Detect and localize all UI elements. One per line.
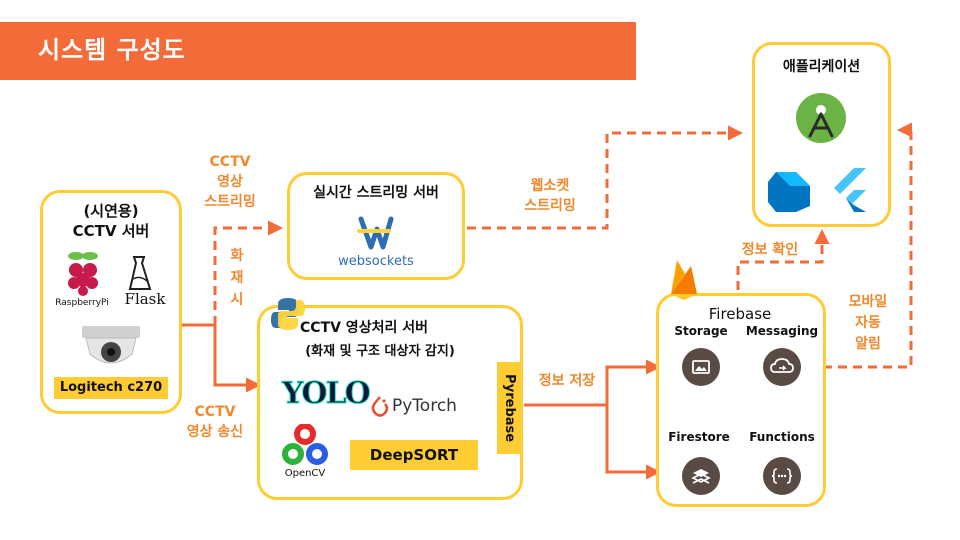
messaging-node <box>763 348 801 386</box>
streaming-server-title: 실시간 스트리밍 서버 <box>313 185 439 201</box>
mobile-alert-label-1: 모바일 <box>848 294 888 310</box>
firestore-node <box>682 457 720 495</box>
functions-node <box>763 457 801 495</box>
firebase-title: Firebase <box>708 305 772 323</box>
websocket-stream-label-2: 스트리밍 <box>524 198 576 214</box>
functions-label: Functions <box>749 430 815 444</box>
firestore-label: Firestore <box>668 430 730 444</box>
raspberry-pi-icon <box>68 252 98 296</box>
camera-icon <box>82 326 140 364</box>
cctv-stream-label-1: CCTV <box>209 154 251 170</box>
mobile-alert-label-2: 자동 <box>855 315 881 331</box>
functions-icon <box>771 468 793 484</box>
arrow-firebase-to-app <box>736 229 830 290</box>
pyrebase-label: Pyrebase <box>497 362 521 454</box>
opencv-icon <box>282 424 328 465</box>
cctv-send-label-2: 영상 송신 <box>186 424 244 440</box>
on-fire-label-3: 시 <box>230 292 244 308</box>
messaging-label: Messaging <box>745 324 819 338</box>
python-icon <box>271 298 305 330</box>
camera-label: Logitech c270 <box>54 377 168 399</box>
mobile-alert-label-3: 알림 <box>855 336 881 352</box>
dart-icon <box>768 172 810 212</box>
arrow-streaming-to-app <box>467 125 743 230</box>
pytorch-label: PyTorch <box>392 396 457 416</box>
deepsort-label: DeepSORT <box>350 440 478 470</box>
image-folder-icon <box>692 360 710 374</box>
page-title: 시스템 구성도 <box>38 36 186 64</box>
title-bar <box>0 22 636 80</box>
processing-server-title-1: CCTV 영상처리 서버 <box>300 320 428 336</box>
firestore-icon <box>691 469 711 484</box>
websocket-stream-label-1: 웹소켓 <box>530 178 570 194</box>
android-studio-icon <box>796 93 846 143</box>
streaming-server-box <box>287 172 465 280</box>
processing-server-title-2: (화재 및 구조 대상자 감지) <box>305 344 455 359</box>
flutter-icon <box>834 168 866 212</box>
pytorch-icon <box>371 396 389 417</box>
on-fire-label-1: 화 <box>230 248 244 264</box>
cctv-server-title-2: CCTV 서버 <box>72 222 150 240</box>
save-info-label: 정보 저장 <box>538 373 596 389</box>
firebase-icon <box>671 260 697 300</box>
cloud-send-icon <box>770 358 794 373</box>
application-title: 애플리케이션 <box>782 59 861 75</box>
cctv-server-box <box>40 190 182 414</box>
on-fire-label-2: 재 <box>230 270 244 286</box>
cctv-send-label-1: CCTV <box>194 404 236 420</box>
flask-icon <box>128 256 152 290</box>
raspberry-pi-label: RaspberryPi <box>55 298 109 308</box>
arrow-to-firestore <box>605 405 661 480</box>
yolo-logo: YOLO <box>282 376 372 412</box>
storage-label: Storage <box>674 324 728 338</box>
cctv-server-title-1: (시연용) <box>83 202 139 220</box>
storage-node <box>682 348 720 386</box>
arrow-messaging-to-app <box>808 122 913 369</box>
flask-label: Flask <box>124 290 166 308</box>
websockets-icon <box>357 216 394 250</box>
cctv-stream-label-3: 스트리밍 <box>204 194 256 210</box>
arrow-fire-to-streaming <box>213 220 283 325</box>
arrow-cctv-to-processing <box>180 323 261 393</box>
websockets-logo-text: websockets <box>338 254 414 269</box>
opencv-label: OpenCV <box>284 468 326 479</box>
arrow-to-storage <box>524 359 661 407</box>
cctv-stream-label-2: 영상 <box>217 174 243 190</box>
check-info-label: 정보 확인 <box>741 242 799 258</box>
